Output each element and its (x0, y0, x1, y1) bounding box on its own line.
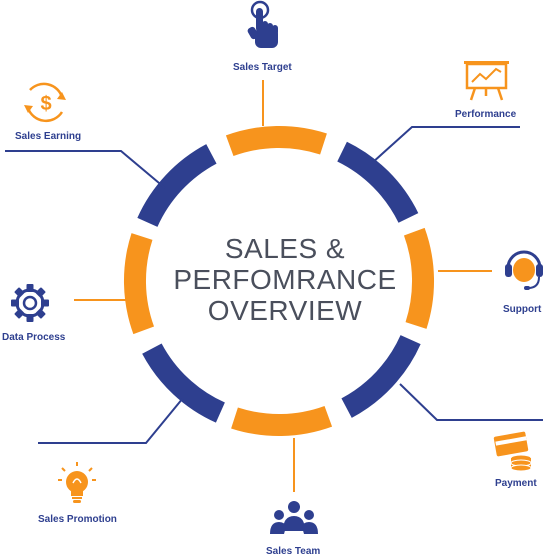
ring-segment-6 (142, 343, 226, 423)
label-data-process: Data Process (2, 332, 66, 343)
connector-sales-promotion (38, 397, 184, 444)
ring-segment-5 (231, 405, 333, 437)
svg-text:$: $ (40, 93, 51, 115)
label-support: Support (503, 304, 542, 315)
title-line-2: PERFOMRANCE (173, 264, 397, 295)
ring (123, 125, 435, 437)
label-sales-team: Sales Team (266, 546, 321, 557)
team-icon (270, 501, 318, 534)
card-coins-icon (493, 431, 532, 472)
title-line-3: OVERVIEW (207, 295, 363, 326)
label-sales-target: Sales Target (233, 62, 292, 73)
ring-segment-3 (403, 227, 435, 329)
ring-segment-2 (337, 141, 419, 223)
title-line-1: SALES & (224, 233, 346, 264)
label-sales-promotion: Sales Promotion (38, 514, 117, 525)
connector-sales-earning (5, 150, 166, 189)
label-sales-earning: Sales Earning (15, 131, 82, 142)
dollar-cycle-icon: $ (24, 82, 66, 123)
ring-segment-7 (123, 233, 155, 335)
connector-payment (399, 383, 543, 421)
page-title: SALES & PERFOMRANCE OVERVIEW (150, 233, 420, 326)
connector-lines (5, 80, 543, 492)
connector-performance (371, 126, 520, 164)
ring-segment-8 (137, 144, 217, 228)
pointer-hand-icon (247, 0, 278, 48)
label-performance: Performance (455, 109, 517, 120)
headset-icon (505, 250, 543, 290)
label-payment: Payment (495, 478, 537, 489)
ring-segment-4 (341, 334, 421, 418)
presentation-chart-icon (464, 61, 509, 101)
lightbulb-icon (58, 462, 96, 503)
ring-segment-1 (225, 125, 327, 157)
gear-icon (11, 284, 49, 322)
